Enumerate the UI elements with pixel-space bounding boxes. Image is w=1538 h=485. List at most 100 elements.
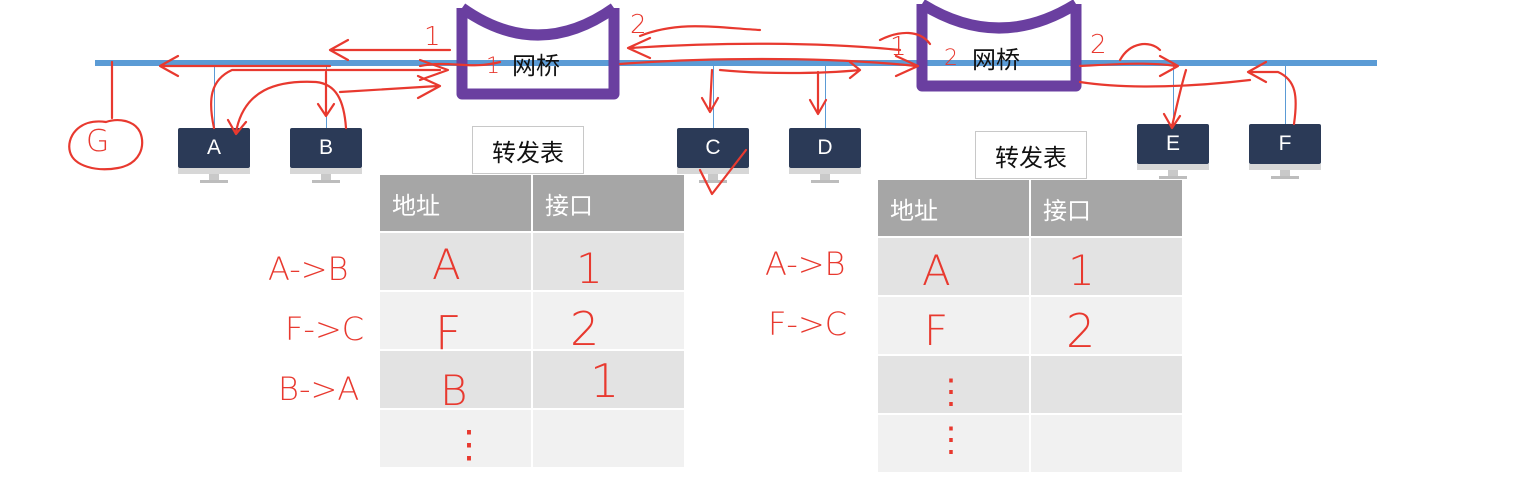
monitor-neck xyxy=(1168,170,1178,176)
table-cell xyxy=(380,351,531,408)
table-cell xyxy=(380,292,531,349)
computer-f[interactable]: F xyxy=(1249,124,1321,180)
host-g-label: G xyxy=(86,124,110,159)
table-2-row-1-address: A xyxy=(922,246,951,295)
table-1-header-port: 接口 xyxy=(533,175,684,231)
table-1-row-3-note: B->A xyxy=(278,370,360,408)
monitor-base xyxy=(699,180,727,183)
table-1-row-1-address: A xyxy=(432,240,461,289)
table-2-header-address: 地址 xyxy=(878,180,1029,236)
arrow-c-down xyxy=(700,68,720,114)
drop-line-a xyxy=(214,66,215,128)
bridge-1-tag: 1 xyxy=(486,54,500,79)
computer-a[interactable]: A xyxy=(178,128,250,184)
computer-c[interactable]: C xyxy=(677,128,749,184)
table-cell xyxy=(1031,415,1182,472)
table-2-row-4-address: ⋮ xyxy=(934,420,968,460)
arrow-left-bus xyxy=(158,54,332,78)
bridge-2-port-2-label: 2 xyxy=(1090,30,1107,60)
table-cell xyxy=(533,410,684,467)
table-2-row-2-port: 2 xyxy=(1066,304,1096,358)
drop-line-d xyxy=(825,66,826,128)
drop-line-e xyxy=(1173,66,1174,124)
bridge-2-port-1-label: 1 xyxy=(890,32,907,62)
computer-b[interactable]: B xyxy=(290,128,362,184)
table-1-row-2-address: F xyxy=(435,306,462,360)
bridge-2-tag: 2 xyxy=(944,46,958,71)
monitor-neck xyxy=(321,174,331,180)
monitor-stand xyxy=(1249,164,1321,170)
computer-c-label: C xyxy=(677,128,749,168)
table-cell xyxy=(533,351,684,408)
monitor-neck xyxy=(209,174,219,180)
network-bus xyxy=(95,60,1377,66)
monitor-stand xyxy=(290,168,362,174)
table-cell xyxy=(380,410,531,467)
table-2-title: 转发表 xyxy=(975,131,1087,179)
bridge-2-label: 网桥 xyxy=(972,46,1020,74)
table-1-row-2-port: 2 xyxy=(570,302,600,356)
table-cell xyxy=(380,233,531,290)
scribble-bridge1-right xyxy=(638,25,762,38)
table-1-row-2-note: F->C xyxy=(285,310,365,348)
computer-e[interactable]: E xyxy=(1137,124,1209,180)
arrow-b-to-bridge xyxy=(338,74,442,100)
table-cell xyxy=(1031,238,1182,295)
drop-line-c xyxy=(713,66,714,128)
table-1-title: 转发表 xyxy=(472,126,584,174)
computer-f-label: F xyxy=(1249,124,1321,164)
table-cell xyxy=(878,297,1029,354)
computer-d[interactable]: D xyxy=(789,128,861,184)
table-cell xyxy=(533,233,684,290)
computer-a-label: A xyxy=(178,128,250,168)
table-2-row-3-address: ⋮ xyxy=(934,372,968,412)
bridge-1-label: 网桥 xyxy=(512,52,560,80)
forwarding-table-2: 地址 接口 xyxy=(878,180,1182,472)
table-cell xyxy=(878,238,1029,295)
drop-line-b xyxy=(326,66,327,128)
computer-d-label: D xyxy=(789,128,861,168)
table-1-row-4-address: ⋮ xyxy=(450,422,488,466)
table-cell xyxy=(878,415,1029,472)
table-2-row-1-note: A->B xyxy=(765,245,846,283)
table-cell xyxy=(533,292,684,349)
bridge-1-port-2-label: 2 xyxy=(630,10,647,40)
monitor-base xyxy=(1271,176,1299,179)
table-2-header-port: 接口 xyxy=(1031,180,1182,236)
table-1-row-3-address: B xyxy=(440,366,468,415)
forwarding-table-1: 地址 接口 xyxy=(380,175,684,467)
table-2-row-2-note: F->C xyxy=(768,305,848,343)
computer-e-label: E xyxy=(1137,124,1209,164)
table-1-header-address: 地址 xyxy=(380,175,531,231)
computer-b-label: B xyxy=(290,128,362,168)
arrow-e-to-bridge2 xyxy=(1118,42,1162,62)
monitor-stand xyxy=(178,168,250,174)
table-2-row-1-port: 1 xyxy=(1068,246,1095,295)
monitor-neck xyxy=(1280,170,1290,176)
arrow-d-down xyxy=(808,70,828,116)
monitor-neck xyxy=(820,174,830,180)
monitor-stand xyxy=(789,168,861,174)
monitor-base xyxy=(200,180,228,183)
table-cell xyxy=(1031,356,1182,413)
drop-line-f xyxy=(1285,66,1286,124)
table-cell xyxy=(1031,297,1182,354)
table-1-row-3-port: 1 xyxy=(590,354,620,408)
monitor-base xyxy=(312,180,340,183)
bridge-1-port-1-label: 1 xyxy=(424,22,441,52)
table-cell xyxy=(878,356,1029,413)
monitor-base xyxy=(1159,176,1187,179)
arrow-bridge1-to-bridge2 xyxy=(618,54,920,78)
arrow-f-to-bus xyxy=(1246,60,1297,126)
table-2-row-2-address: F xyxy=(924,306,949,355)
arrow-e-down xyxy=(1162,68,1188,130)
arrow-f-loop xyxy=(1078,78,1252,88)
table-1-row-1-port: 1 xyxy=(576,244,603,293)
arrow-b-loop xyxy=(226,80,348,136)
arrow-bridge2-to-bridge1 xyxy=(626,36,902,60)
monitor-base xyxy=(811,180,839,183)
table-1-row-1-note: A->B xyxy=(268,250,349,288)
monitor-stand xyxy=(1137,164,1209,170)
